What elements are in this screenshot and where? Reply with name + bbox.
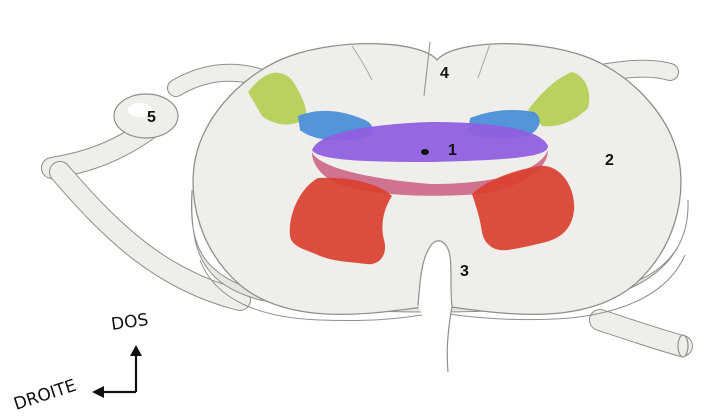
ventral-horn-right: [472, 165, 575, 251]
label-1: 1: [448, 142, 457, 159]
direction-label-left: DROITE: [11, 376, 78, 415]
dorsal-root-entry-right: [528, 72, 590, 127]
label-4: 4: [440, 65, 449, 82]
label-2: 2: [605, 152, 614, 169]
direction-label-up: DOS: [110, 310, 150, 335]
ventral-horn-left: [289, 177, 392, 265]
label-5: 5: [147, 109, 156, 126]
label-3: 3: [460, 263, 469, 280]
dorsal-root-entry-left: [248, 72, 307, 125]
ventral-median-fissure: [417, 240, 453, 373]
orientation-indicator: [92, 345, 142, 398]
intermediate-zone-dorsal: [312, 122, 548, 162]
dorsal-median-sulcus: [423, 41, 431, 97]
central-canal: [421, 149, 429, 155]
